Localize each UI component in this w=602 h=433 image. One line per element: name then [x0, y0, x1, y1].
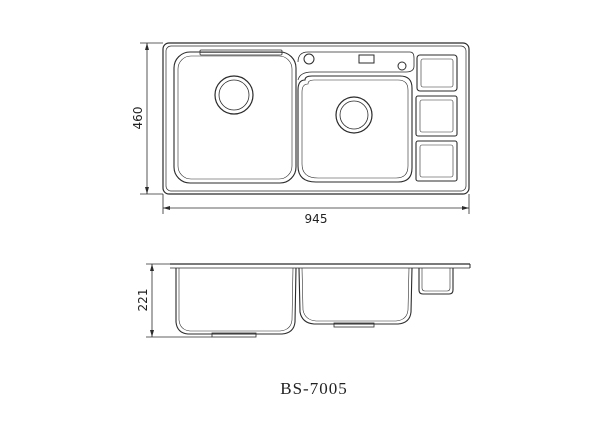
- side-left-drain: [211, 332, 257, 338]
- top-view: 460 945: [131, 42, 470, 226]
- compartment-bottom: [415, 140, 458, 182]
- left-drain-outer: [214, 75, 254, 115]
- compartment-top: [416, 54, 458, 92]
- accessory-compartments: [415, 54, 458, 182]
- faucet-hole: [303, 53, 315, 65]
- right-basin: [297, 75, 413, 183]
- right-drain-inner: [339, 100, 369, 130]
- width-label: 945: [305, 212, 328, 226]
- model-label: BS-7005: [280, 379, 347, 398]
- depth-label: 221: [136, 289, 150, 312]
- faucet-deck: [297, 51, 415, 81]
- right-drain-outer: [335, 96, 373, 134]
- side-right-bowl: [298, 267, 413, 325]
- left-basin: [173, 49, 297, 184]
- height-dimension: [140, 42, 163, 195]
- left-drain-inner: [218, 79, 250, 111]
- overflow-slot: [358, 54, 375, 64]
- height-label: 460: [131, 107, 145, 130]
- soap-hole: [397, 61, 407, 71]
- side-right-drain: [333, 322, 375, 328]
- sink-inner-rim: [165, 45, 467, 192]
- compartment-middle: [415, 95, 458, 137]
- side-accessory-box: [418, 268, 454, 295]
- depth-dimension: [146, 263, 212, 338]
- side-view: 221: [136, 263, 471, 338]
- sink-outer-rim: [162, 42, 470, 195]
- width-dimension: [162, 194, 470, 214]
- side-left-bowl: [175, 267, 297, 335]
